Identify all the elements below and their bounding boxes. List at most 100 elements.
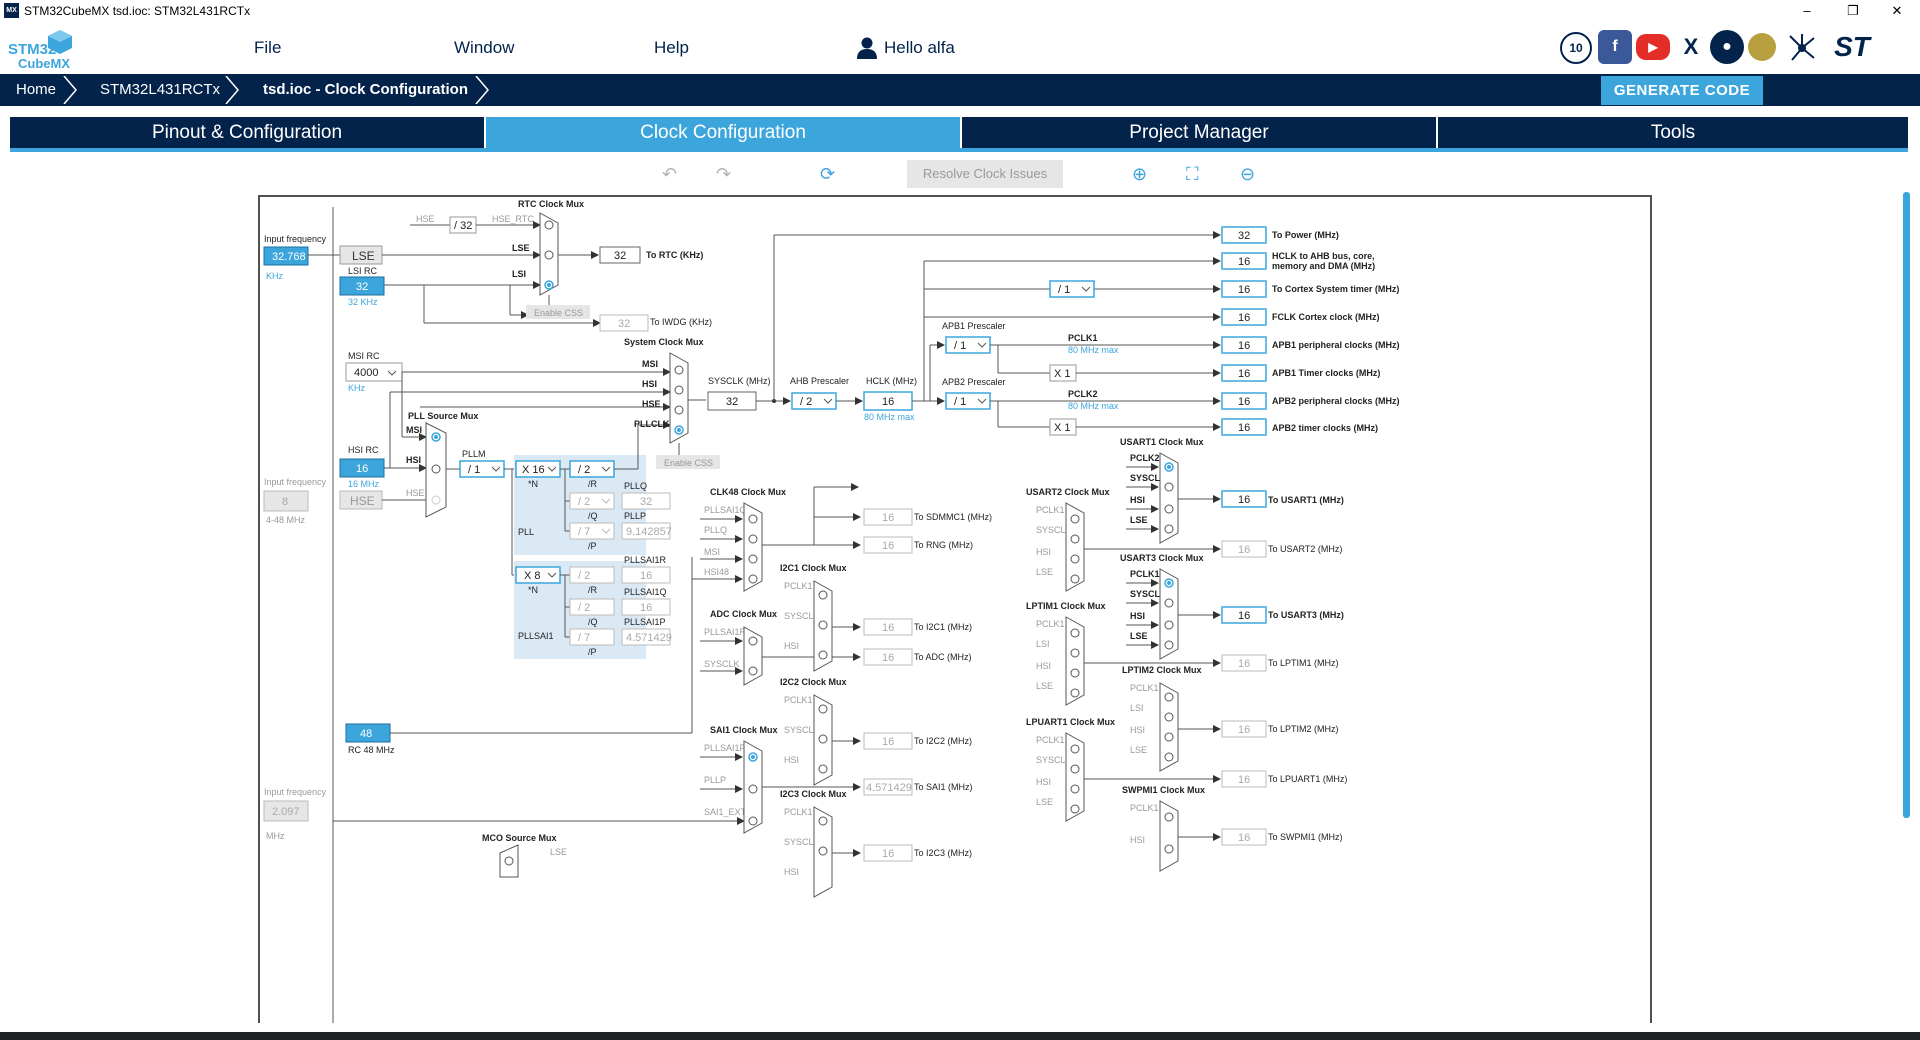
lpuart1-option-hsi[interactable]: [1070, 784, 1080, 794]
lptim1-option-lsi[interactable]: [1070, 648, 1080, 658]
i2c1-option-hsi[interactable]: [818, 650, 828, 660]
fit-screen-icon[interactable]: ⛶: [1186, 164, 1199, 184]
menu-help[interactable]: Help: [654, 38, 689, 57]
swpmi1-option-hsi[interactable]: [1164, 844, 1174, 854]
lse-frequency-input[interactable]: [263, 246, 309, 266]
usart2-option-hsi[interactable]: [1070, 554, 1080, 564]
tab-tools[interactable]: Tools: [1438, 117, 1908, 148]
i2c2-output-label: To I2C2 (MHz): [914, 736, 972, 746]
iwdg-output-label: To IWDG (KHz): [650, 317, 712, 327]
clk48-option-hsi48[interactable]: [748, 574, 758, 584]
zoom-in-icon[interactable]: ⊕: [1132, 164, 1148, 184]
i2c2-option-sysclk[interactable]: [818, 734, 828, 744]
x-twitter-icon[interactable]: X: [1674, 30, 1708, 64]
usart3-option-sysclk[interactable]: [1164, 598, 1174, 608]
breadcrumb-home[interactable]: Home: [16, 81, 57, 98]
sysmux-option-msi[interactable]: [674, 365, 684, 375]
usart3-option-lse[interactable]: [1164, 640, 1174, 650]
pll-p-select[interactable]: [569, 522, 615, 540]
lptim1-option-hsi[interactable]: [1070, 668, 1080, 678]
hse-frequency-input[interactable]: [263, 490, 309, 512]
tab-project-manager[interactable]: Project Manager: [962, 117, 1436, 148]
pllsrc-option-hsi[interactable]: [431, 464, 441, 474]
sys-enable-css-button[interactable]: [656, 455, 720, 469]
redo-icon[interactable]: ↷: [716, 164, 732, 184]
i2c2-hsi-label: HSI: [784, 755, 799, 765]
i2c3-option-pclk1[interactable]: [818, 816, 828, 826]
tab-pinout[interactable]: Pinout & Configuration: [10, 117, 484, 148]
i2c3-option-sysclk[interactable]: [818, 846, 828, 856]
sai1-option-ext[interactable]: [748, 816, 758, 826]
i2c3-hsi-label: HSI: [784, 867, 799, 877]
generate-code-button[interactable]: GENERATE CODE: [1601, 76, 1763, 105]
anniversary-icon[interactable]: 10: [1560, 32, 1592, 64]
rtc-mux-option-lse[interactable]: [544, 250, 554, 260]
usart2-option-sysclk[interactable]: [1070, 534, 1080, 544]
st-logo[interactable]: ST: [1826, 30, 1878, 64]
network-icon[interactable]: [1786, 32, 1818, 64]
github-icon[interactable]: ●: [1710, 30, 1744, 64]
sysmux-msi-label: MSI: [642, 359, 658, 369]
usart3-option-hsi[interactable]: [1164, 620, 1174, 630]
lptim1-option-lse[interactable]: [1070, 688, 1080, 698]
lpuart1-option-sysclk[interactable]: [1070, 764, 1080, 774]
adc-option-sysclk[interactable]: [748, 666, 758, 676]
clk48-option-pllq[interactable]: [748, 534, 758, 544]
mco-option-lse[interactable]: [504, 856, 514, 866]
sdmmc-output-box: [863, 508, 913, 526]
mco-mux-title: MCO Source Mux: [482, 833, 557, 843]
usart2-option-lse[interactable]: [1070, 574, 1080, 584]
lptim2-option-pclk1[interactable]: [1164, 692, 1174, 702]
menu-window[interactable]: Window: [454, 38, 515, 57]
refresh-icon[interactable]: ⟳: [820, 164, 836, 184]
i2c3-output-box: [863, 844, 913, 862]
sai1-option-pllp[interactable]: [748, 784, 758, 794]
pll-q-select[interactable]: [569, 492, 615, 510]
lptim2-option-hsi[interactable]: [1164, 732, 1174, 742]
pllsai1-q-select[interactable]: [569, 598, 615, 616]
close-icon[interactable]: ✕: [1891, 3, 1903, 18]
iwdg-output-value: 32: [618, 318, 630, 330]
lptim1-option-pclk1[interactable]: [1070, 628, 1080, 638]
facebook-icon[interactable]: f: [1598, 30, 1632, 64]
tab-clock-configuration[interactable]: Clock Configuration: [486, 117, 960, 148]
lpuart1-option-lse[interactable]: [1070, 804, 1080, 814]
usart1-option-lse[interactable]: [1164, 524, 1174, 534]
usart2-output-box: [1221, 540, 1267, 558]
lptim2-option-lsi[interactable]: [1164, 712, 1174, 722]
pllsrc-option-hse[interactable]: [431, 495, 441, 505]
minimize-icon[interactable]: –: [1803, 3, 1811, 18]
clk48-option-msi[interactable]: [748, 554, 758, 564]
usart1-option-hsi[interactable]: [1164, 504, 1174, 514]
lpuart1-option-pclk1[interactable]: [1070, 744, 1080, 754]
youtube-icon[interactable]: ▶: [1636, 34, 1670, 60]
usart2-option-pclk1[interactable]: [1070, 514, 1080, 524]
community-icon[interactable]: [1748, 33, 1776, 61]
breadcrumb-current[interactable]: tsd.ioc - Clock Configuration: [263, 81, 468, 98]
undo-icon[interactable]: ↶: [662, 164, 678, 184]
i2c1-option-pclk1[interactable]: [818, 590, 828, 600]
i2c2-option-hsi[interactable]: [818, 764, 828, 774]
menu-file[interactable]: File: [254, 38, 282, 57]
breadcrumb-device[interactable]: STM32L431RCTx: [100, 81, 221, 98]
sysmux-option-hse[interactable]: [674, 405, 684, 415]
resolve-clock-issues-button[interactable]: Resolve Clock Issues: [907, 160, 1063, 188]
usart1-option-sysclk[interactable]: [1164, 482, 1174, 492]
clk48-option-pllsai1q[interactable]: [748, 514, 758, 524]
restore-icon[interactable]: ❐: [1847, 3, 1859, 18]
vertical-scrollbar[interactable]: [1903, 192, 1910, 818]
i2c1-option-sysclk[interactable]: [818, 620, 828, 630]
sysmux-option-hsi[interactable]: [674, 385, 684, 395]
pllsai1-p-select[interactable]: [569, 628, 615, 646]
zoom-out-icon[interactable]: ⊖: [1240, 164, 1256, 184]
i2c2-option-pclk1[interactable]: [818, 704, 828, 714]
user-greeting[interactable]: Hello alfa: [884, 38, 955, 57]
cortex-timer-divider-select[interactable]: [1049, 280, 1095, 298]
swpmi1-option-pclk1[interactable]: [1164, 812, 1174, 822]
ext-frequency-input[interactable]: [263, 800, 309, 822]
rtc-mux-option-hse[interactable]: [544, 220, 554, 230]
adc-option-pllsai1r[interactable]: [748, 636, 758, 646]
pllsai1-r-select[interactable]: [569, 566, 615, 584]
rtc-enable-css-button[interactable]: [526, 305, 590, 319]
lptim2-option-lse[interactable]: [1164, 752, 1174, 762]
